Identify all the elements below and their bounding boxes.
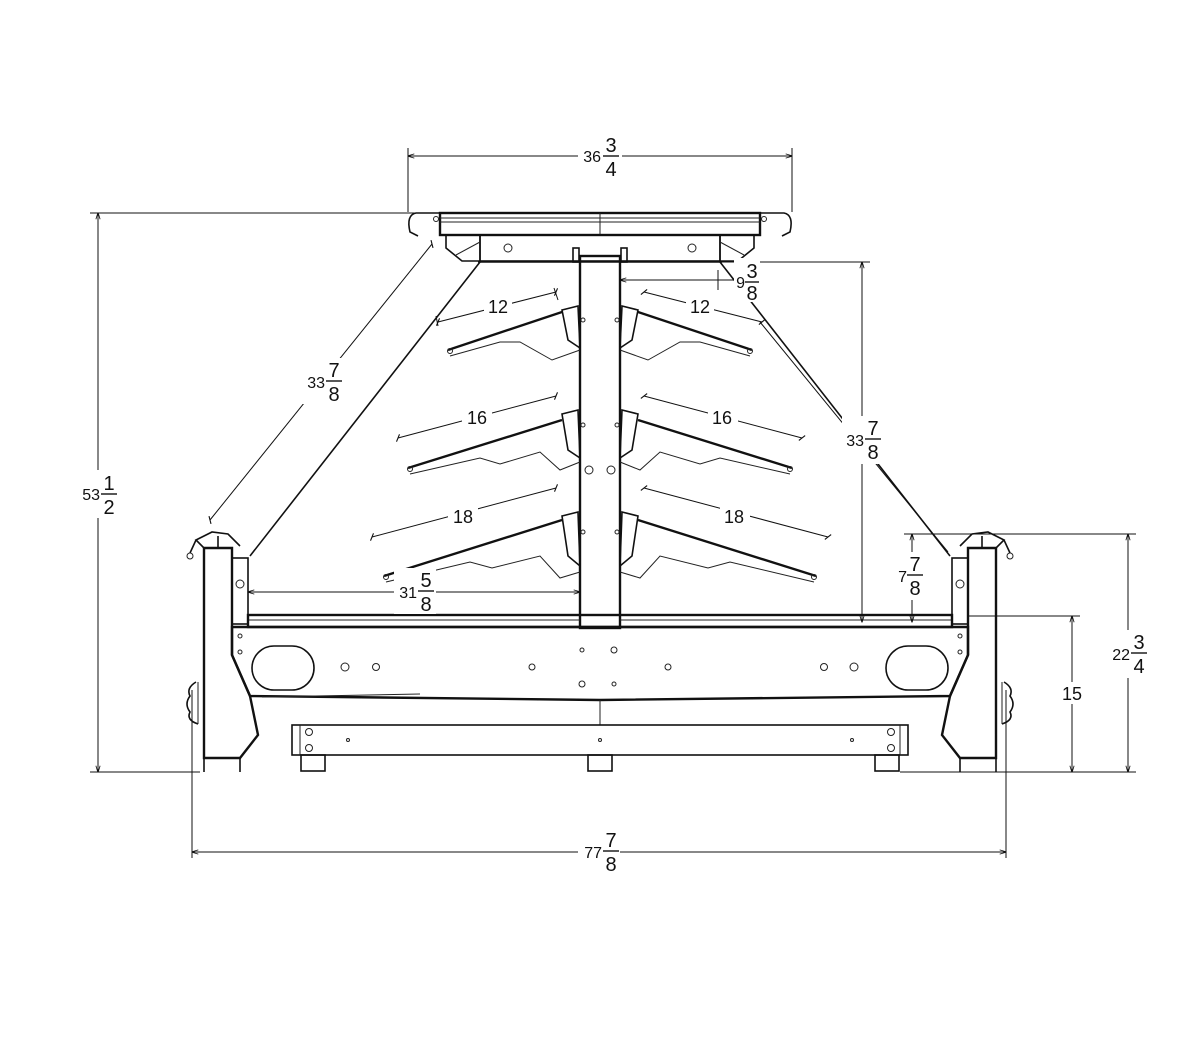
svg-text:8: 8 bbox=[420, 594, 431, 616]
dim-shelf-top-left: 12 bbox=[484, 296, 512, 317]
dim-left-slant: 33 7 8 bbox=[302, 358, 344, 406]
svg-text:8: 8 bbox=[909, 578, 920, 600]
left-end-panel bbox=[186, 531, 260, 772]
dim-deck-height: 15 bbox=[1058, 682, 1086, 704]
dim-shelf-top-right: 12 bbox=[686, 296, 714, 317]
svg-text:3: 3 bbox=[746, 261, 757, 283]
svg-text:15: 15 bbox=[1062, 684, 1082, 704]
svg-text:2: 2 bbox=[103, 497, 114, 519]
svg-text:1: 1 bbox=[103, 473, 114, 495]
svg-text:7: 7 bbox=[328, 360, 339, 382]
svg-text:33: 33 bbox=[307, 375, 325, 392]
svg-text:12: 12 bbox=[488, 297, 508, 317]
svg-text:8: 8 bbox=[746, 283, 757, 305]
dim-rail-height: 22 3 4 bbox=[1106, 630, 1148, 678]
svg-text:7: 7 bbox=[898, 569, 907, 586]
svg-text:12: 12 bbox=[690, 297, 710, 317]
svg-text:31: 31 bbox=[399, 585, 417, 602]
svg-text:36: 36 bbox=[583, 149, 601, 166]
dimension-lines bbox=[90, 148, 1136, 858]
dim-base-depth: 31 5 8 bbox=[394, 568, 436, 616]
svg-text:7: 7 bbox=[605, 830, 616, 852]
dim-canopy-offset: 9 3 8 bbox=[734, 258, 760, 305]
end-frame-slants bbox=[249, 261, 951, 557]
svg-text:8: 8 bbox=[605, 854, 616, 876]
svg-text:7: 7 bbox=[909, 554, 920, 576]
svg-text:18: 18 bbox=[453, 507, 473, 527]
dim-shelf-bottom-right: 18 bbox=[720, 506, 750, 527]
svg-text:4: 4 bbox=[1133, 656, 1144, 678]
svg-text:77: 77 bbox=[584, 845, 602, 862]
dim-right-height: 33 7 8 bbox=[842, 416, 882, 464]
svg-text:18: 18 bbox=[724, 507, 744, 527]
base-assembly bbox=[230, 613, 970, 772]
svg-text:8: 8 bbox=[867, 442, 878, 464]
dim-overall-height: 53 1 2 bbox=[78, 470, 120, 519]
svg-text:4: 4 bbox=[605, 159, 616, 181]
dim-overall-width: 77 7 8 bbox=[578, 828, 620, 876]
svg-text:33: 33 bbox=[846, 433, 864, 450]
center-post bbox=[572, 247, 628, 630]
svg-text:9: 9 bbox=[736, 275, 745, 292]
svg-text:3: 3 bbox=[1133, 632, 1144, 654]
dim-front-height: 7 7 8 bbox=[896, 552, 926, 600]
svg-text:16: 16 bbox=[467, 408, 487, 428]
svg-text:5: 5 bbox=[420, 570, 431, 592]
canopy bbox=[408, 211, 792, 263]
svg-text:7: 7 bbox=[867, 418, 878, 440]
right-end-panel bbox=[940, 531, 1014, 772]
svg-text:8: 8 bbox=[328, 384, 339, 406]
dim-shelf-bottom-left: 18 bbox=[448, 506, 478, 527]
svg-text:3: 3 bbox=[605, 135, 616, 157]
svg-text:22: 22 bbox=[1112, 647, 1130, 664]
dim-top-width: 36 3 4 bbox=[578, 135, 622, 181]
svg-text:16: 16 bbox=[712, 408, 732, 428]
svg-text:53: 53 bbox=[82, 487, 100, 504]
dim-shelf-middle-left: 16 bbox=[462, 407, 492, 428]
dim-shelf-middle-right: 16 bbox=[708, 407, 738, 428]
